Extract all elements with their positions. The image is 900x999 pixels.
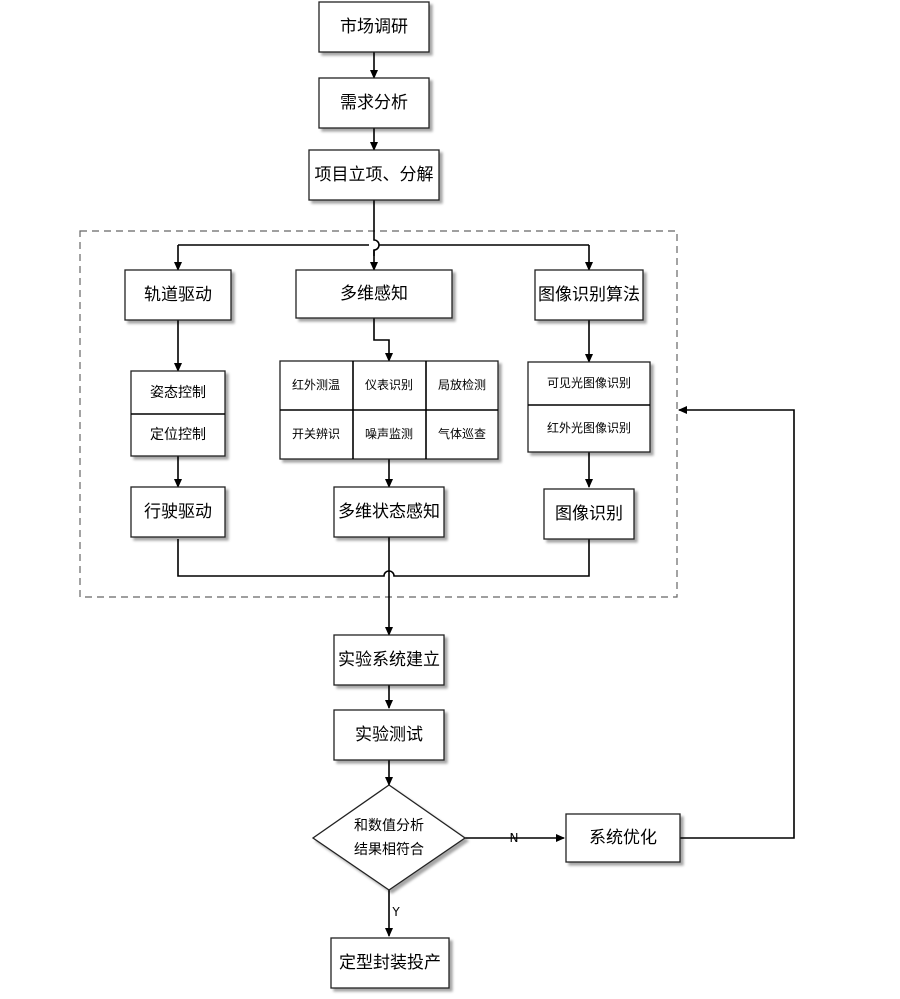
cell-gas-patrol: 气体巡查 (438, 426, 486, 441)
edge-sensing-to-grid (373, 318, 393, 362)
node-image-algorithm: 图像识别算法 (534, 269, 644, 321)
node-travel-drive: 行驶驱动 (130, 486, 226, 538)
decision-line2: 结果相符合 (354, 842, 424, 858)
svg-text:图像识别算法: 图像识别算法 (538, 285, 640, 305)
edge-merge-horizontal (177, 539, 590, 577)
svg-text:实验系统建立: 实验系统建立 (338, 650, 440, 670)
node-project-setup: 项目立项、分解 (308, 149, 440, 201)
cell-infrared-temp: 红外测温 (292, 377, 340, 392)
node-control-group: 姿态控制 定位控制 (130, 370, 226, 457)
svg-text:图像识别: 图像识别 (555, 504, 623, 524)
node-track-drive: 轨道驱动 (124, 269, 232, 321)
node-position-control: 定位控制 (150, 427, 206, 443)
node-attitude-control: 姿态控制 (150, 385, 206, 401)
cell-partial-discharge: 局放检测 (438, 377, 486, 392)
edge-label-yes: Y (391, 905, 400, 919)
svg-text:市场调研: 市场调研 (340, 17, 408, 37)
edge-setup-trunk (373, 200, 380, 256)
node-experiment-setup: 实验系统建立 (333, 634, 445, 686)
svg-text:定型封装投产: 定型封装投产 (339, 953, 441, 973)
svg-text:项目立项、分解: 项目立项、分解 (315, 165, 434, 185)
cell-meter-recognition: 仪表识别 (365, 378, 413, 392)
svg-text:系统优化: 系统优化 (589, 828, 657, 848)
node-production: 定型封装投产 (330, 937, 450, 989)
node-system-optimize: 系统优化 (565, 813, 681, 863)
edge-label-no: N (510, 831, 519, 845)
svg-text:需求分析: 需求分析 (340, 93, 408, 113)
edge-optimize-loopback (678, 406, 795, 839)
decision-line1: 和数值分析 (354, 818, 424, 834)
cell-noise-monitor: 噪声监测 (365, 427, 413, 441)
node-market-research: 市场调研 (318, 1, 430, 53)
node-image-types: 可见光图像识别 红外光图像识别 (527, 361, 651, 453)
node-image-recognition: 图像识别 (543, 488, 635, 540)
node-demand-analysis: 需求分析 (318, 77, 430, 129)
node-experiment-test: 实验测试 (333, 709, 445, 761)
module-frame (79, 230, 678, 598)
node-visible-image: 可见光图像识别 (547, 376, 631, 390)
svg-text:实验测试: 实验测试 (355, 725, 423, 745)
node-multi-sensing: 多维感知 (295, 269, 453, 319)
node-multi-state-sensing: 多维状态感知 (333, 486, 445, 538)
node-decision: 和数值分析 结果相符合 (311, 784, 467, 891)
cell-switch-identify: 开关辨识 (292, 427, 340, 441)
svg-text:多维状态感知: 多维状态感知 (338, 502, 440, 522)
node-infrared-image: 红外光图像识别 (547, 420, 631, 435)
svg-text:多维感知: 多维感知 (340, 284, 408, 304)
svg-text:轨道驱动: 轨道驱动 (144, 285, 212, 305)
svg-text:行驶驱动: 行驶驱动 (144, 502, 212, 522)
node-sensing-grid: 红外测温 仪表识别 局放检测 开关辨识 噪声监测 气体巡查 (279, 360, 499, 460)
